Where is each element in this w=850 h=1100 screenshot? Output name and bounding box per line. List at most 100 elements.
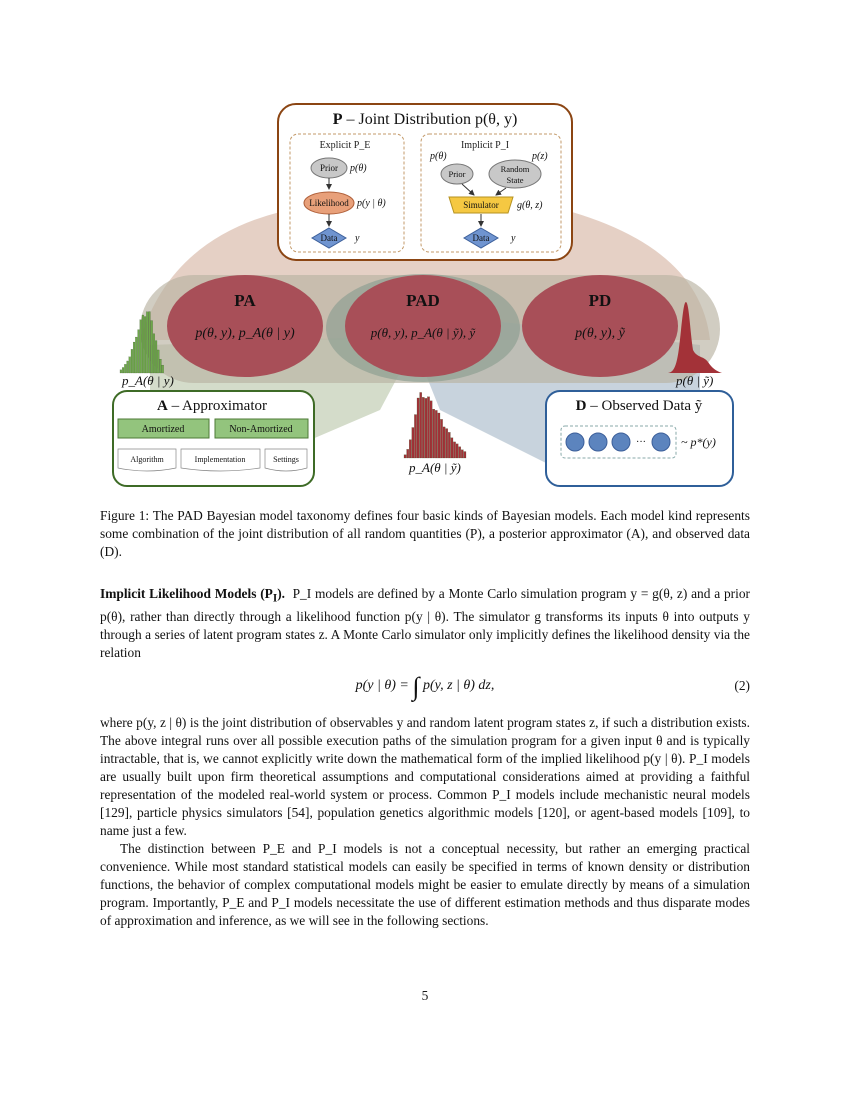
- p-box-letter: P: [333, 111, 343, 128]
- simulator-expr: g(θ, z): [517, 200, 543, 211]
- svg-text:D – Observed Data ỹ: D – Observed Data ỹ: [576, 398, 703, 414]
- data-label: Data: [321, 233, 338, 243]
- model-expr: p(θ, y), p_A(θ | y): [194, 326, 295, 341]
- histogram-bar: [152, 333, 155, 374]
- histogram-bar: [133, 341, 136, 374]
- d-box-letter: D: [576, 398, 587, 414]
- observation-dot: [565, 432, 585, 452]
- observation-ellipsis: ···: [636, 437, 646, 448]
- histogram-bar: [455, 443, 459, 459]
- section-body: Implicit Likelihood Models (PI). P_I mod…: [100, 585, 750, 930]
- histogram-bar: [458, 446, 461, 459]
- implicit-prior-expr: p(θ): [429, 151, 447, 162]
- implicit-prior-node: [440, 163, 474, 185]
- histogram-bar: [442, 426, 446, 459]
- histogram-bar: [126, 360, 129, 374]
- equation-rhs: p(y, z | θ) dz,: [422, 677, 495, 693]
- histogram-bar: [463, 451, 467, 459]
- model-title: PAD: [406, 291, 440, 310]
- histogram-bar: [157, 349, 160, 374]
- histogram-bar: [124, 364, 127, 374]
- amortized-chip: [117, 418, 210, 439]
- implicit-prior-label: Prior: [449, 169, 466, 179]
- implicit-title: Implicit P_I: [461, 140, 509, 151]
- runin-heading: Implicit Likelihood Models (PI).: [100, 586, 285, 605]
- figure-caption: Figure 1: The PAD Bayesian model taxonom…: [100, 508, 750, 559]
- histogram-bar: [119, 369, 122, 374]
- paragraph-3: The distinction between P_E and P_I mode…: [100, 840, 750, 928]
- observation-dot: [588, 432, 608, 452]
- histogram-bar: [403, 454, 407, 459]
- histogram-bar: [427, 396, 430, 459]
- equation-number: (2): [734, 677, 750, 693]
- histogram-bar: [159, 359, 162, 374]
- random-label-2: State: [507, 175, 524, 185]
- explicit-title: Explicit P_E: [320, 140, 371, 151]
- histogram-bar: [448, 432, 451, 459]
- settings-tag: [264, 448, 308, 472]
- likelihood-label: Likelihood: [309, 198, 349, 208]
- prior-expr: p(θ): [349, 163, 367, 174]
- histogram-bar: [453, 441, 456, 459]
- density-right: [668, 302, 722, 373]
- amortized-label: Amortized: [142, 424, 185, 435]
- histogram-bar: [146, 311, 149, 374]
- histogram-bar: [122, 367, 125, 374]
- observed-data-expr: ~ p*(y): [681, 435, 716, 449]
- model-title: PD: [589, 291, 612, 310]
- implicit-data-expr: y: [510, 233, 516, 244]
- a-box-letter: A: [157, 398, 168, 414]
- simulator-label: Simulator: [463, 200, 499, 210]
- histogram-bar: [141, 314, 144, 374]
- histogram-bar: [135, 336, 138, 374]
- histogram-bar: [440, 419, 443, 459]
- histogram-bar: [435, 410, 438, 459]
- observation-dot: [611, 432, 631, 452]
- histogram-bar: [139, 319, 142, 374]
- histogram-bar: [416, 397, 420, 459]
- histogram-bar: [409, 439, 412, 459]
- svg-text:P – Joint Distribution p(θ, y): P – Joint Distribution p(θ, y): [333, 111, 518, 128]
- histogram-bar: [148, 311, 151, 374]
- histogram-bar: [150, 320, 153, 374]
- svg-text:A – Approximator: A – Approximator: [157, 398, 267, 414]
- equation-lhs: p(y | θ) =: [355, 677, 409, 693]
- model-expr: p(θ, y), p_A(θ | ỹ), ỹ: [370, 325, 477, 340]
- paragraph-2: where p(y, z | θ) is the joint distribut…: [100, 714, 750, 838]
- prior-label: Prior: [320, 163, 338, 173]
- p-box: P – Joint Distribution p(θ, y) Explicit …: [277, 103, 573, 261]
- histogram-bar: [414, 414, 417, 459]
- data-node: [311, 227, 347, 249]
- histogram-bar: [422, 397, 425, 459]
- p-box-title: – Joint Distribution p(θ, y): [343, 111, 518, 128]
- paragraph-1-text: P_I models are defined by a Monte Carlo …: [100, 586, 750, 660]
- implicit-box: [420, 133, 562, 253]
- histogram-bar: [461, 449, 464, 459]
- histogram-bar: [130, 349, 133, 374]
- observation-dot: [651, 432, 671, 452]
- hist-label-left: p_A(θ | y): [121, 373, 174, 388]
- non-amortized-chip: [214, 418, 309, 439]
- pad-taxonomy-figure: P A p(θ, y), p_A(θ | y) PAD p(θ, y), p_A(…: [112, 103, 734, 487]
- simulator-node: [448, 196, 514, 214]
- implicit-data-label: Data: [473, 233, 490, 243]
- a-box: A – Approximator Amortized Non-Amortized…: [112, 390, 315, 487]
- histogram-bar: [429, 400, 433, 459]
- histogram-bar: [155, 340, 158, 374]
- a-box-title: – Approximator: [168, 398, 267, 414]
- d-box-title: – Observed Data ỹ: [587, 398, 703, 414]
- algorithm-label: Algorithm: [130, 455, 164, 464]
- model-pad: PAD p(θ, y), p_A(θ | ỹ), ỹ: [345, 275, 501, 377]
- settings-label: Settings: [273, 455, 299, 464]
- histogram-bar: [411, 427, 415, 459]
- histogram-bar: [144, 316, 147, 374]
- explicit-box: [289, 133, 405, 253]
- model-pd: PD p(θ, y), ỹ: [522, 275, 678, 377]
- histogram-bar: [432, 409, 435, 459]
- histogram-bar: [137, 329, 140, 374]
- histogram-bar: [128, 356, 131, 374]
- likelihood-expr: p(y | θ): [356, 198, 386, 209]
- histogram-bar: [419, 392, 422, 459]
- page-number: 5: [421, 988, 429, 1003]
- histogram-bar: [161, 364, 164, 374]
